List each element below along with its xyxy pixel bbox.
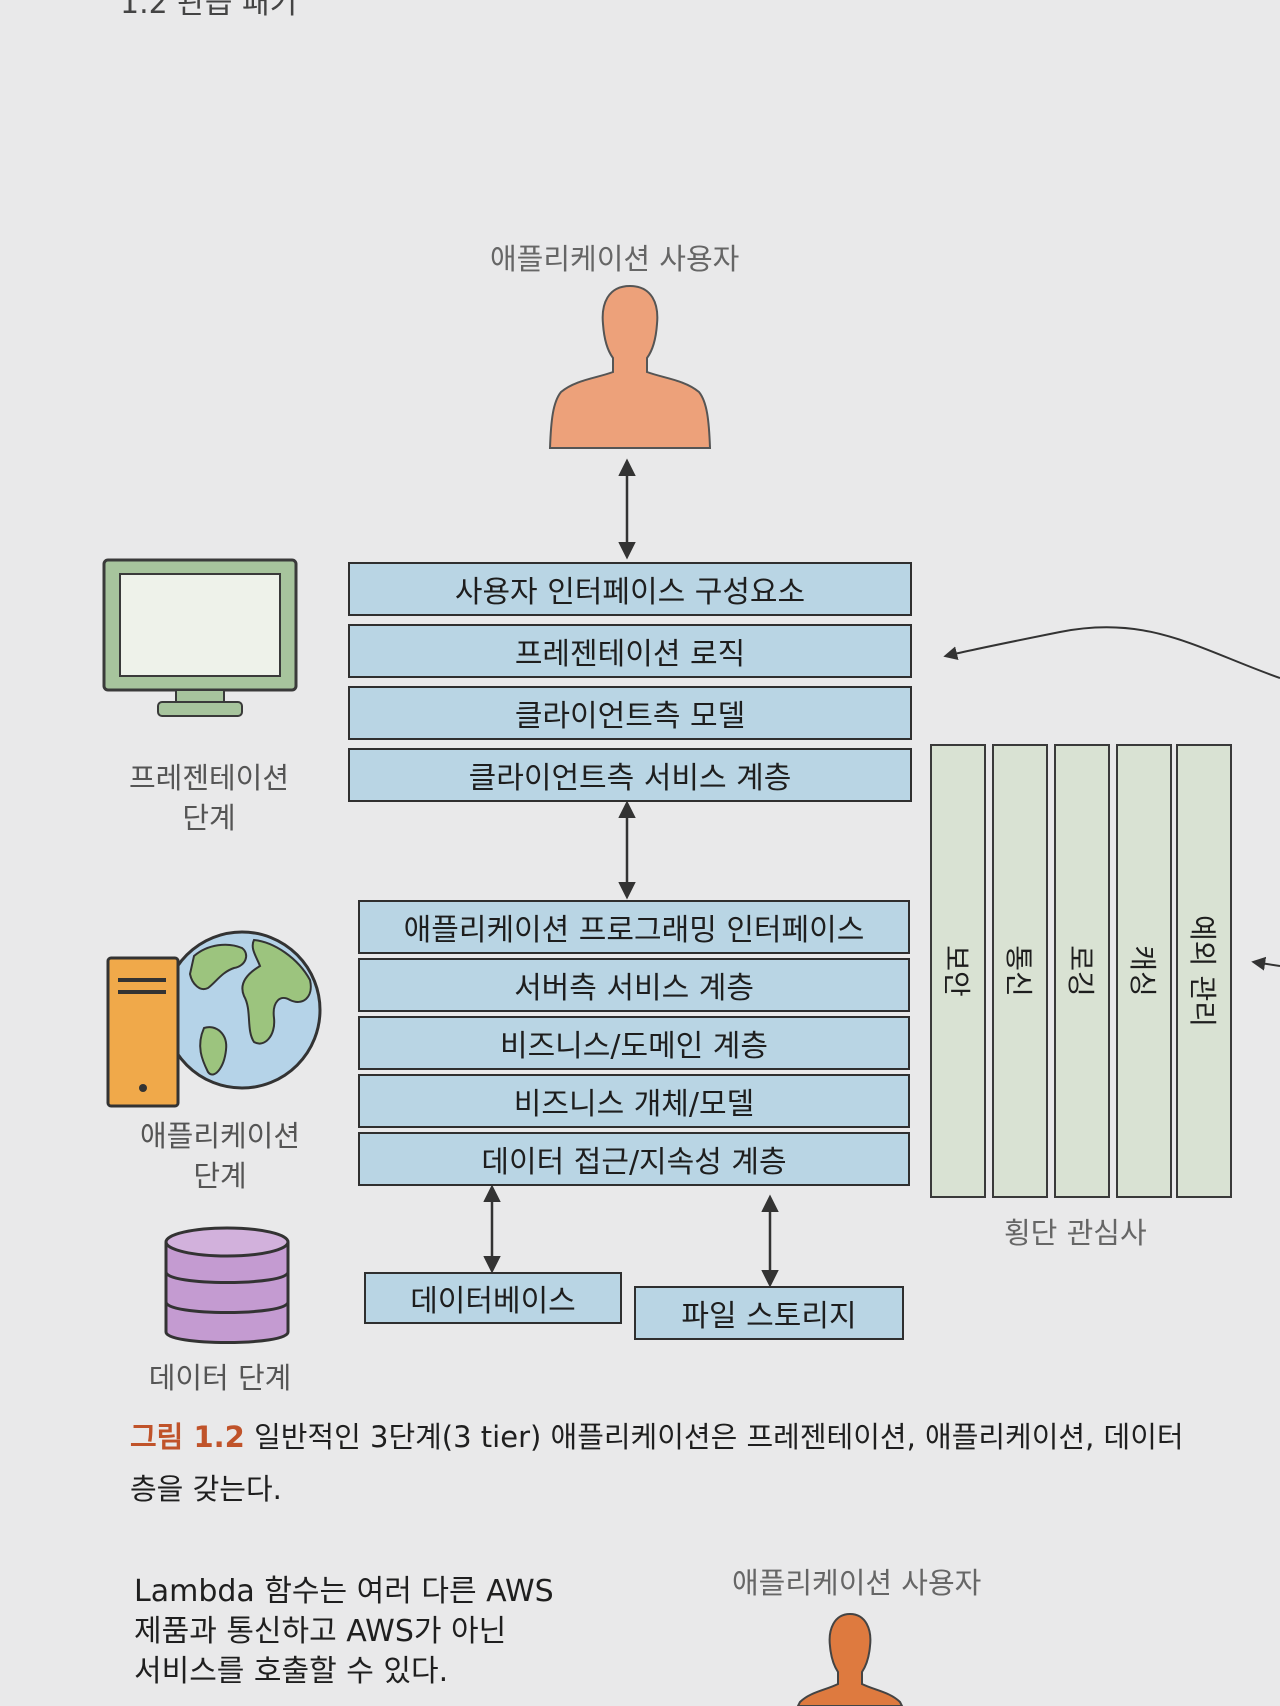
bar-logging-label: 로깅 <box>1064 945 1097 997</box>
bar-caching-label: 캐싱 <box>1126 945 1159 997</box>
data-tier-label: 데이터 단계 <box>148 1361 292 1395</box>
layer-business-entities: 비즈니스 개체/모델 <box>358 1074 910 1128</box>
layer-business-domain: 비즈니스/도메인 계층 <box>358 1016 910 1070</box>
bar-communication-label: 통신 <box>1002 945 1035 997</box>
application-tier-label: 애플리케이션 단계 <box>110 1116 330 1196</box>
layer-client-services: 클라이언트측 서비스 계층 <box>348 748 912 802</box>
caption-text-line1: 일반적인 3단계(3 tier) 애플리케이션은 프레젠테이션, 애플리케이션,… <box>254 1420 1184 1454</box>
app-user-label: 애플리케이션 사용자 <box>490 242 740 276</box>
bottom-line-1: Lambda 함수는 여러 다른 AWS <box>134 1574 554 1609</box>
presentation-tier-line2: 단계 <box>182 801 236 835</box>
monitor-icon <box>102 558 298 717</box>
bottom-person-icon <box>796 1612 904 1706</box>
layer-server-services: 서버측 서비스 계층 <box>358 958 910 1012</box>
presentation-tier-label: 프레젠테이션 단계 <box>96 758 322 838</box>
database-icon <box>164 1226 290 1344</box>
application-tier-line2: 단계 <box>193 1159 247 1193</box>
bottom-paragraph: Lambda 함수는 여러 다른 AWS 제품과 통신하고 AWS가 아닌 서비… <box>134 1572 554 1692</box>
bar-exception-management-label: 예외 관리 <box>1186 915 1219 1027</box>
layer-ui-components: 사용자 인터페이스 구성요소 <box>348 562 912 616</box>
figure-caption: 그림 1.2 일반적인 3단계(3 tier) 애플리케이션은 프레젠테이션, … <box>130 1414 1184 1456</box>
bar-security: 보안 <box>930 744 986 1198</box>
application-tier-line1: 애플리케이션 <box>139 1119 301 1153</box>
page-header-fragment: 1.2 관습 패기 <box>120 0 298 21</box>
file-storage-box: 파일 스토리지 <box>634 1286 904 1340</box>
person-icon <box>548 284 712 449</box>
layer-client-model: 클라이언트측 모델 <box>348 686 912 740</box>
globe-server-icon <box>106 930 322 1108</box>
bar-logging: 로깅 <box>1054 744 1110 1198</box>
bar-exception-management: 예외 관리 <box>1176 744 1232 1198</box>
database-box: 데이터베이스 <box>364 1272 622 1324</box>
presentation-tier-line1: 프레젠테이션 <box>128 761 290 795</box>
layer-data-access: 데이터 접근/지속성 계층 <box>358 1132 910 1186</box>
bottom-line-2: 제품과 통신하고 AWS가 아닌 <box>134 1614 507 1649</box>
bar-caching: 캐싱 <box>1116 744 1172 1198</box>
layer-api: 애플리케이션 프로그래밍 인터페이스 <box>358 900 910 954</box>
bar-security-label: 보안 <box>940 945 973 997</box>
layer-presentation-logic: 프레젠테이션 로직 <box>348 624 912 678</box>
caption-text-line2: 층을 갖는다. <box>130 1472 282 1506</box>
bottom-user-label: 애플리케이션 사용자 <box>732 1566 982 1600</box>
cross-cutting-label: 횡단 관심사 <box>1004 1216 1147 1250</box>
bar-communication: 통신 <box>992 744 1048 1198</box>
bottom-line-3: 서비스를 호출할 수 있다. <box>134 1654 449 1689</box>
figure-number: 그림 1.2 <box>130 1420 245 1454</box>
